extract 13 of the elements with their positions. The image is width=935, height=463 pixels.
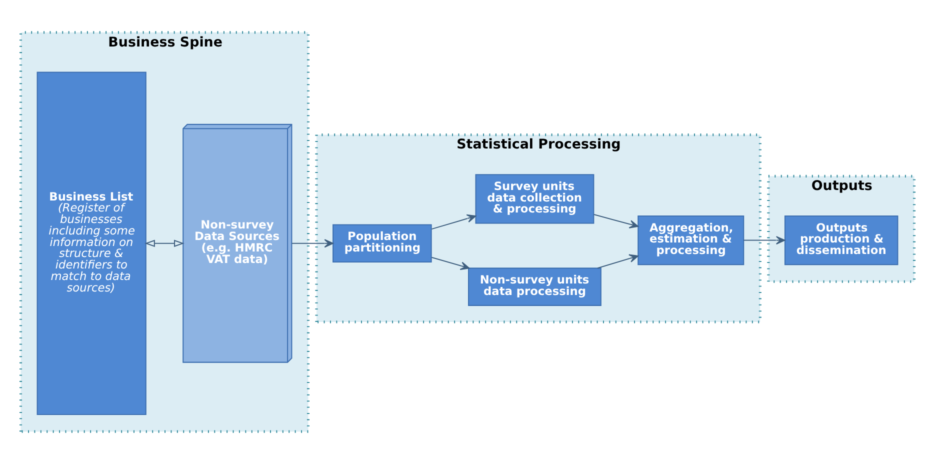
arrow (432, 256, 470, 270)
node-box: Survey units data collection & processing (475, 174, 594, 224)
arrow (292, 238, 334, 248)
node-box: Aggregation, estimation & processing (638, 214, 744, 265)
node-box: Business List (Register of businesses including some information on structure & identifiers to match to data sources) (36, 71, 146, 415)
node-box: Outputs production & dissemination (784, 214, 898, 265)
node-box: Non-survey units data processing (468, 267, 602, 306)
arrow (432, 214, 476, 230)
node-box: Population partitioning (332, 224, 432, 262)
arrow (594, 214, 639, 228)
arrow (597, 254, 638, 268)
arrow (744, 236, 786, 244)
arrow (144, 239, 184, 246)
